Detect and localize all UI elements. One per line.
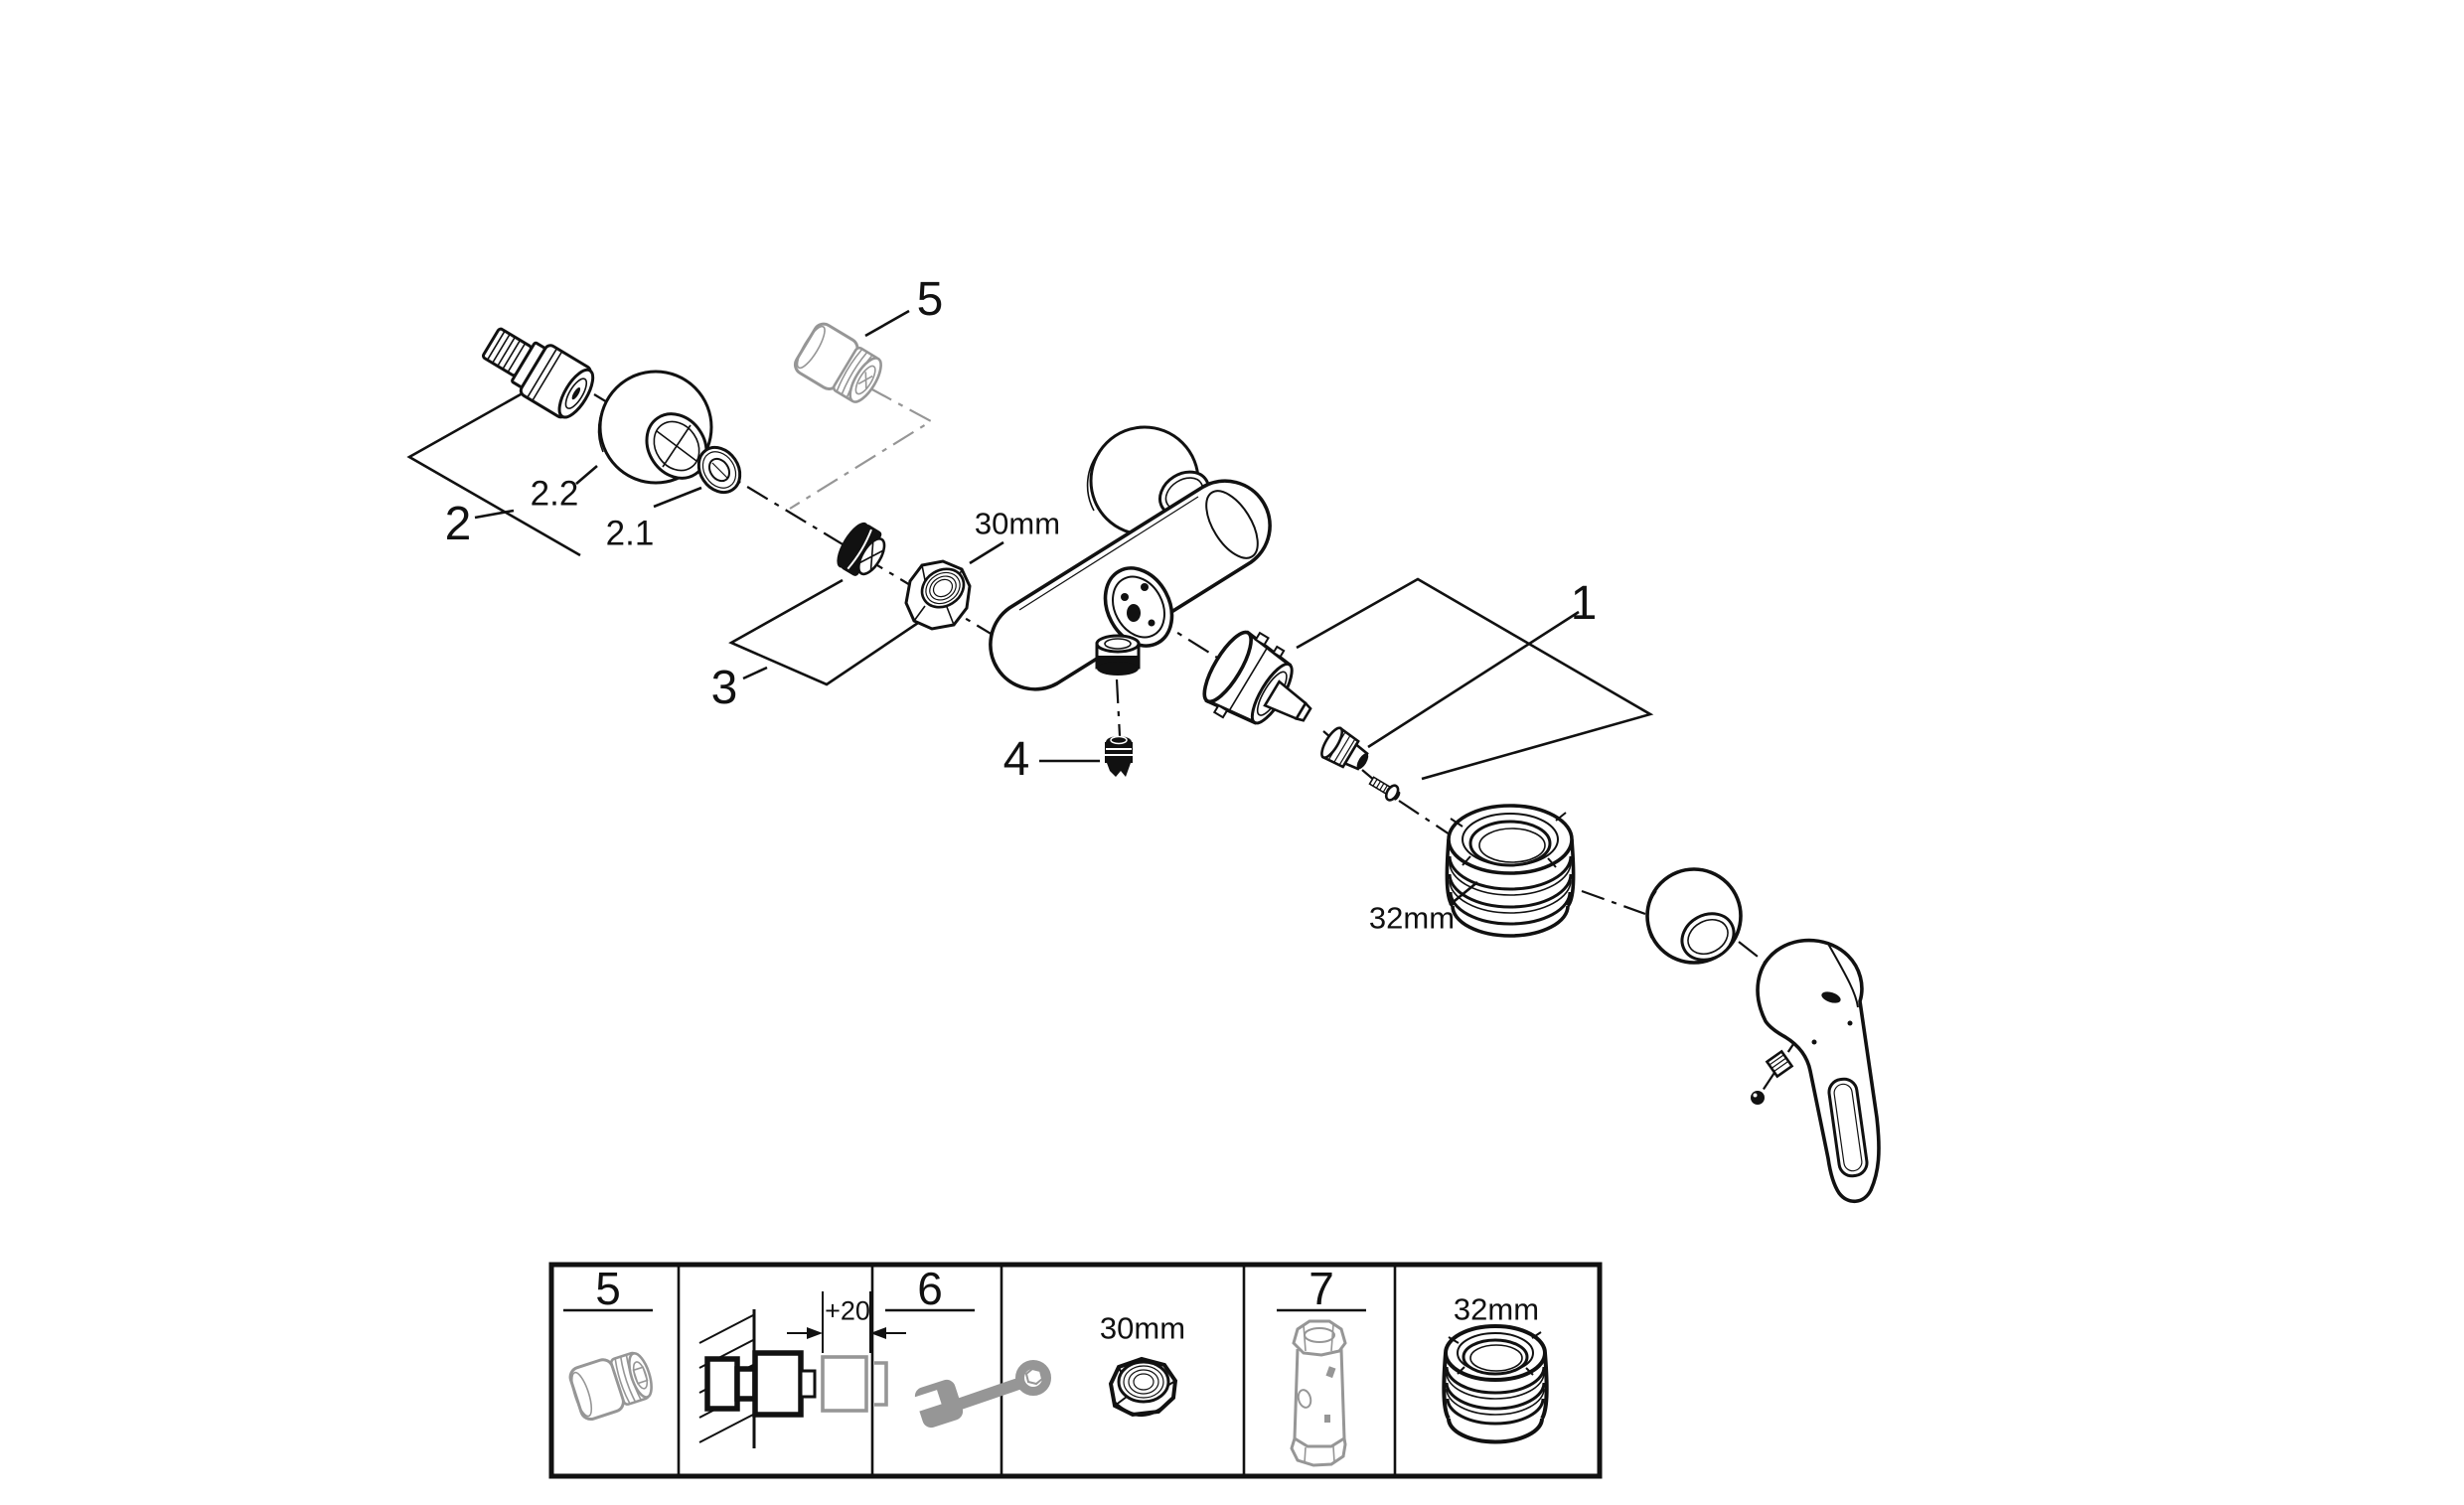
s-union-nipple — [482, 327, 595, 419]
cap-sleeve — [1645, 867, 1743, 965]
nut-30mm-part — [904, 559, 972, 631]
callout-leader-lines — [406, 309, 1654, 907]
legend-dim-32mm: 32mm — [1453, 1291, 1540, 1327]
seal-washer — [696, 445, 742, 495]
legend-dim-30mm: 30mm — [1099, 1310, 1186, 1346]
callout-2: 2 — [444, 498, 472, 550]
filter-insert — [837, 522, 886, 576]
legend-dim-plus20: +20 — [825, 1295, 870, 1326]
extension-union-grey — [793, 322, 882, 403]
cartridge — [1202, 630, 1312, 725]
callout-5: 5 — [916, 273, 944, 326]
dim-32mm: 32mm — [1368, 900, 1456, 936]
legend-table — [548, 1262, 1603, 1479]
fixing-screw — [1368, 776, 1401, 802]
callout-2-2: 2.2 — [530, 474, 579, 514]
callout-2-1: 2.1 — [605, 514, 655, 553]
handle-logo-mark — [1821, 991, 1841, 1003]
callout-4: 4 — [1002, 733, 1030, 786]
lever-handle — [1756, 938, 1881, 1204]
shower-outlet — [1095, 634, 1141, 676]
legend-header-7: 7 — [1309, 1263, 1334, 1314]
spline-adapter — [1320, 726, 1369, 771]
grub-screw — [1751, 1049, 1794, 1105]
legend-header-6: 6 — [917, 1263, 943, 1314]
legend-wrench-icon — [904, 1360, 1051, 1429]
legend-ring-nut-32mm-icon — [1442, 1324, 1549, 1444]
legend-header-5: 5 — [595, 1263, 621, 1314]
callout-1: 1 — [1570, 577, 1598, 630]
legend-wall-install-diagram — [698, 1291, 906, 1448]
ring-nut-32mm-part — [1445, 804, 1576, 938]
wall-escutcheon — [597, 370, 713, 485]
callout-3: 3 — [710, 662, 738, 714]
faucet-body — [989, 425, 1272, 691]
check-valve — [1105, 735, 1133, 777]
legend-socket-tool-icon — [1290, 1319, 1347, 1467]
legend-union-icon — [568, 1351, 653, 1422]
legend-nut-30mm-icon — [1108, 1356, 1178, 1418]
dim-30mm: 30mm — [974, 506, 1061, 541]
